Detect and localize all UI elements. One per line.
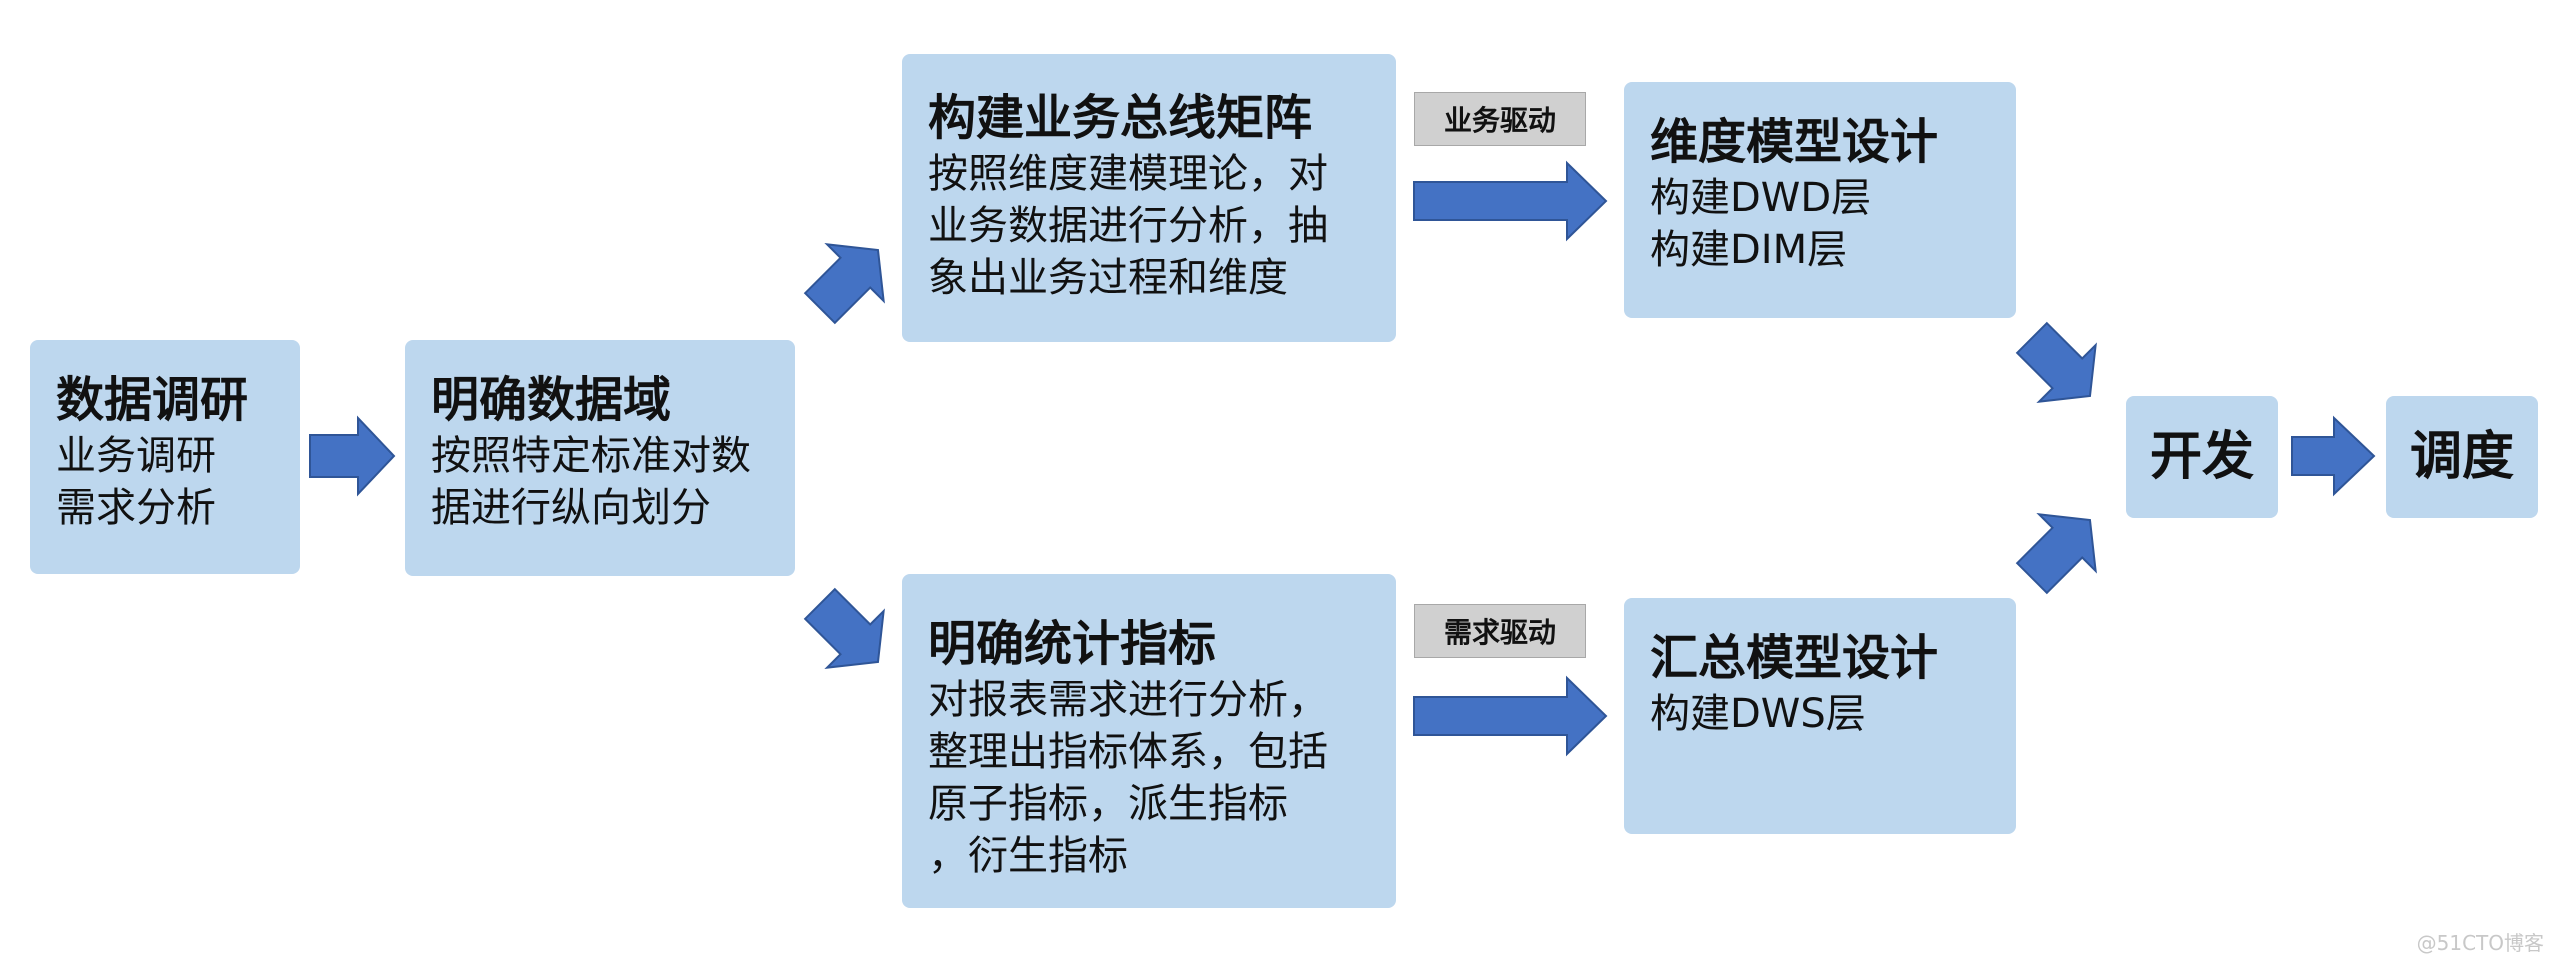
node-dim-model: 维度模型设计 构建DWD层 构建DIM层 <box>1624 82 2016 318</box>
node-title: 构建业务总线矩阵 <box>928 90 1313 146</box>
arrow-research-to-domain <box>309 415 396 497</box>
node-title: 开发 <box>2149 427 2254 487</box>
arrow-metrics-to-summary-model <box>1413 675 1608 757</box>
node-line: 构建DWD层 <box>1650 175 1872 221</box>
node-develop: 开发 <box>2126 396 2278 518</box>
node-metrics: 明确统计指标 对报表需求进行分析， 整理出指标体系，包括 原子指标，派生指标 ，… <box>902 574 1396 908</box>
node-data-research: 数据调研 业务调研 需求分析 <box>30 340 300 574</box>
node-line: 按照特定标准对数 <box>431 433 751 479</box>
node-line: 原子指标，派生指标 <box>928 781 1288 827</box>
node-title: 数据调研 <box>56 372 249 428</box>
node-bus-matrix: 构建业务总线矩阵 按照维度建模理论，对 业务数据进行分析，抽 象出业务过程和维度 <box>902 54 1396 342</box>
node-line: 构建DIM层 <box>1650 227 1848 273</box>
node-line: 按照维度建模理论，对 <box>928 151 1328 197</box>
node-title: 维度模型设计 <box>1650 114 1939 170</box>
node-title: 调度 <box>2409 427 2514 487</box>
node-title: 汇总模型设计 <box>1650 630 1939 686</box>
node-line: 整理出指标体系，包括 <box>928 729 1328 775</box>
node-data-domain: 明确数据域 按照特定标准对数 据进行纵向划分 <box>405 340 795 576</box>
node-schedule: 调度 <box>2386 396 2538 518</box>
tag-business-driven: 业务驱动 <box>1414 92 1586 146</box>
node-line: 对报表需求进行分析， <box>928 677 1328 723</box>
node-title: 明确统计指标 <box>928 616 1217 672</box>
node-line: 需求分析 <box>56 485 216 531</box>
node-line: 业务数据进行分析，抽 <box>928 203 1328 249</box>
node-line: 构建DWS层 <box>1650 691 1866 737</box>
node-summary-model: 汇总模型设计 构建DWS层 <box>1624 598 2016 834</box>
tag-demand-driven: 需求驱动 <box>1414 604 1586 658</box>
node-title: 明确数据域 <box>431 372 672 428</box>
arrow-dim-model-to-develop <box>2015 321 2097 403</box>
arrow-develop-to-schedule <box>2291 415 2376 497</box>
node-line: ，衍生指标 <box>928 833 1128 879</box>
node-line: 据进行纵向划分 <box>431 485 711 531</box>
node-line: 业务调研 <box>56 433 216 479</box>
arrow-domain-to-bus-matrix <box>803 243 885 325</box>
arrow-summary-model-to-develop <box>2015 513 2097 595</box>
node-line: 象出业务过程和维度 <box>928 255 1288 301</box>
watermark: @51CTO博客 <box>2416 931 2544 955</box>
arrow-bus-matrix-to-dim-model <box>1413 160 1608 242</box>
arrow-domain-to-metrics <box>803 587 885 669</box>
